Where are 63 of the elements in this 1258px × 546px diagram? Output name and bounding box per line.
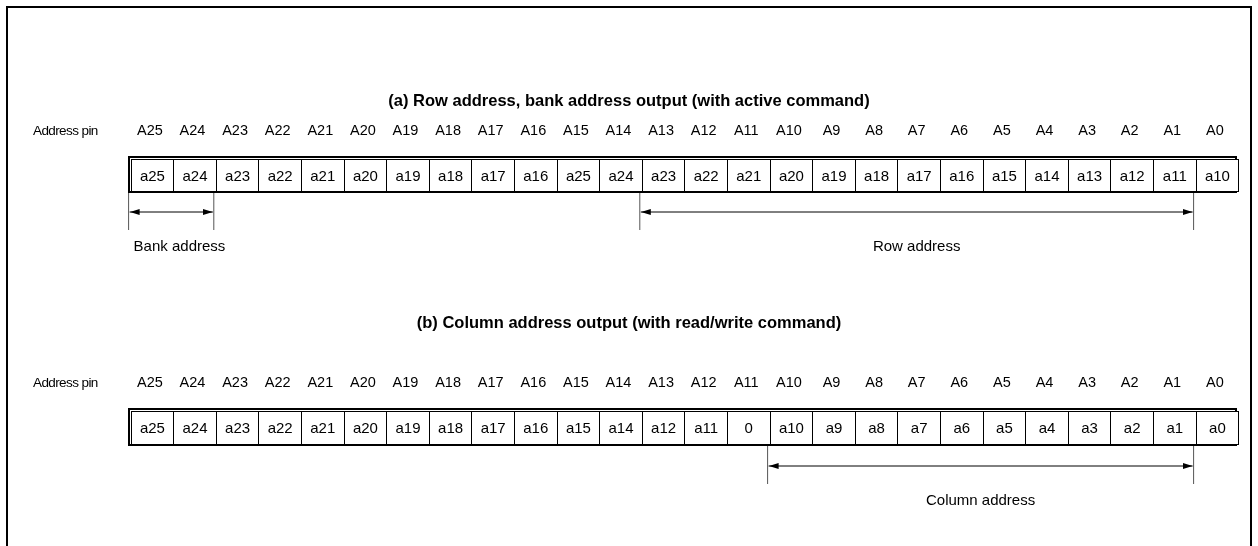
pin-label: A10 — [776, 373, 802, 391]
pin-label: A5 — [993, 373, 1011, 391]
pin-label: A14 — [605, 373, 632, 391]
pin-label: A22 — [264, 373, 291, 391]
pin-label: A6 — [950, 121, 969, 139]
pin-label: A25 — [137, 121, 163, 139]
pin-label: A2 — [1120, 373, 1139, 391]
pin-label: A18 — [435, 373, 461, 391]
pin-label: A13 — [648, 121, 674, 139]
pin-label: A14 — [605, 121, 632, 139]
pin-label: A19 — [392, 373, 419, 391]
pin-label: A17 — [477, 121, 504, 139]
pin-label: A9 — [822, 121, 841, 139]
row-label: Address pin — [33, 374, 98, 392]
pin-label: A20 — [350, 373, 376, 391]
pin-label: A9 — [822, 373, 841, 391]
pin-label: A23 — [222, 373, 248, 391]
row-label: Address pin — [33, 122, 98, 140]
bit-field: a10 — [1195, 159, 1240, 192]
pin-label: A8 — [865, 373, 883, 391]
pin-label: A19 — [392, 121, 419, 139]
pin-label: A1 — [1163, 373, 1182, 391]
pin-label: A8 — [865, 121, 883, 139]
pin-label: A7 — [907, 121, 926, 139]
bit-field: a25 — [130, 159, 175, 192]
pin-label: A15 — [563, 121, 589, 139]
dimension-label: Row address — [872, 237, 961, 255]
pin-label: A21 — [307, 373, 334, 391]
pin-label: A22 — [264, 121, 291, 139]
pin-label: A12 — [690, 121, 717, 139]
pin-label: A16 — [520, 373, 547, 391]
pin-label: A2 — [1120, 121, 1139, 139]
pin-label: A0 — [1206, 121, 1224, 139]
pin-label: A21 — [307, 121, 334, 139]
pin-label: A3 — [1078, 121, 1096, 139]
pin-label: A25 — [137, 373, 163, 391]
pin-label: A6 — [950, 373, 969, 391]
pin-label: A11 — [733, 373, 759, 391]
pin-label: A1 — [1163, 121, 1182, 139]
pin-label: A12 — [690, 373, 717, 391]
pin-label: A20 — [350, 121, 376, 139]
pin-label: A4 — [1035, 121, 1054, 139]
pin-label: A7 — [907, 373, 926, 391]
pin-label: A5 — [993, 121, 1011, 139]
pin-label: A15 — [563, 373, 589, 391]
pin-label: A24 — [179, 121, 206, 139]
dimension-label: Column address — [926, 491, 1036, 509]
bit-field: a0 — [1195, 411, 1240, 445]
pin-label: A11 — [733, 121, 759, 139]
pin-label: A18 — [435, 121, 461, 139]
section-heading: (a) Row address, bank address output (with active command) — [388, 91, 870, 109]
pin-label: A17 — [477, 373, 504, 391]
pin-label: A3 — [1078, 373, 1096, 391]
pin-label: A16 — [520, 121, 547, 139]
pin-label: A24 — [179, 373, 206, 391]
dimension-label: Bank address — [133, 237, 226, 255]
pin-label: A10 — [776, 121, 802, 139]
pin-label: A23 — [222, 121, 248, 139]
pin-label: A0 — [1206, 373, 1224, 391]
pin-label: A4 — [1035, 373, 1054, 391]
bit-field: a25 — [130, 411, 175, 445]
section-heading: (b) Column address output (with read/write command) — [416, 313, 842, 331]
pin-label: A13 — [648, 373, 674, 391]
